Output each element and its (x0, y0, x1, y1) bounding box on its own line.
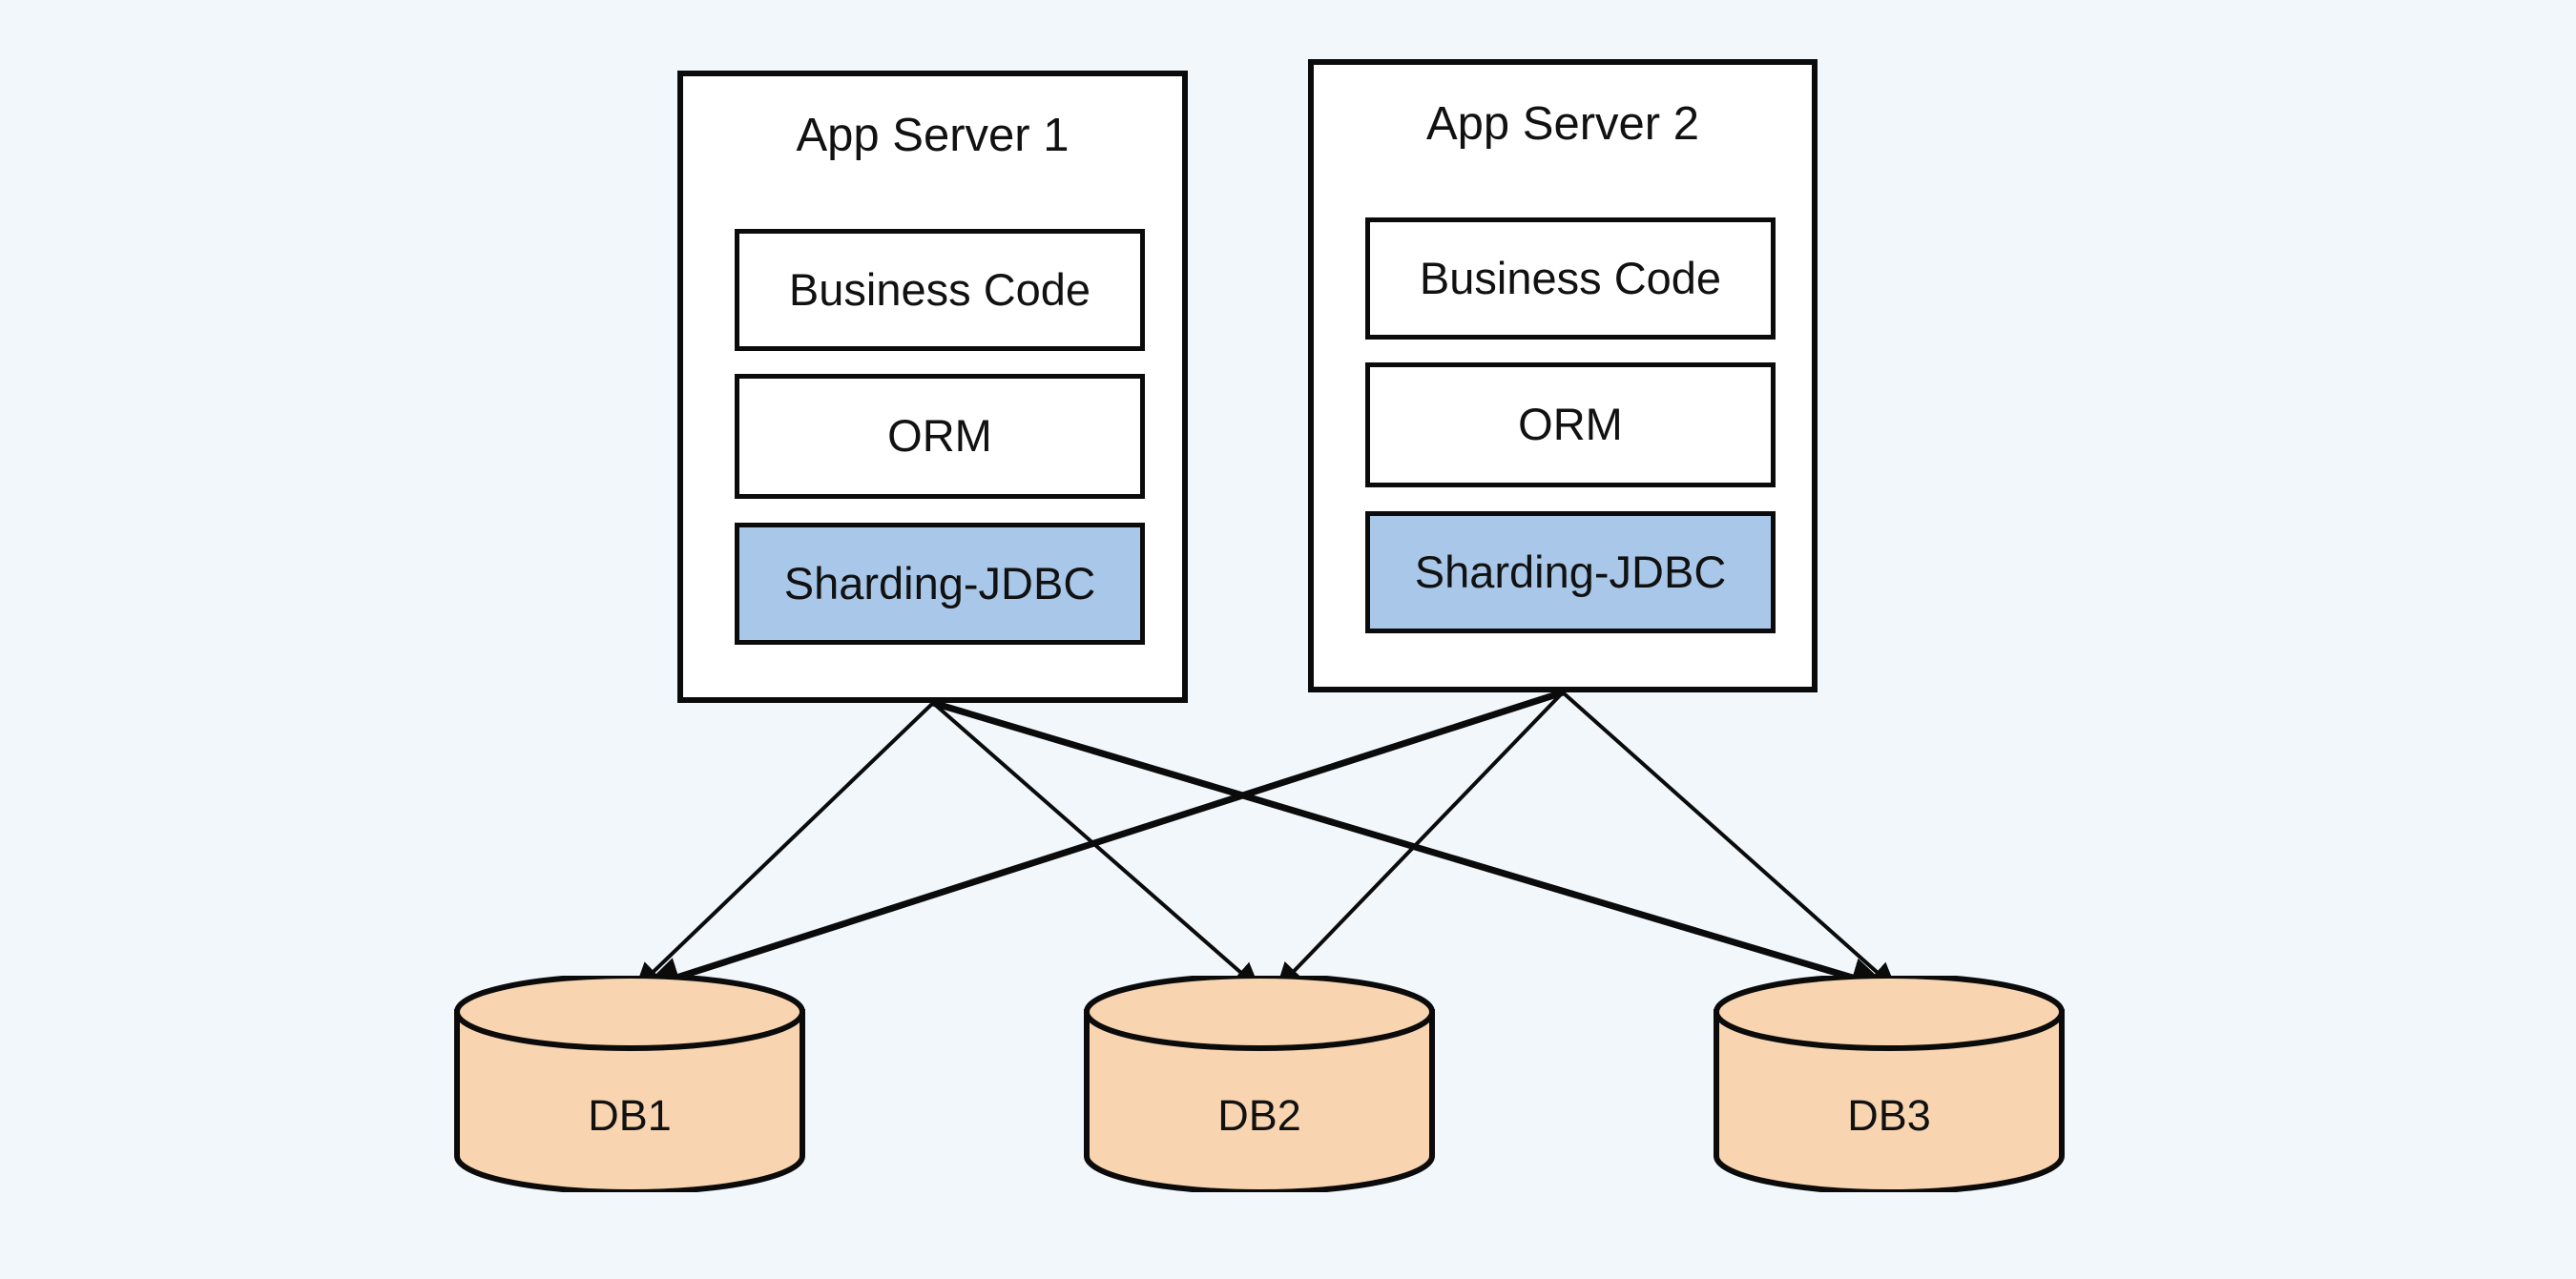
arrow-group (634, 689, 1897, 998)
app-server-1-layer-orm[interactable]: ORM (735, 374, 1145, 499)
database-cylinder-db1[interactable]: DB1 (453, 973, 806, 1195)
arrow-s2-db3 (1561, 691, 1897, 990)
app-server-1-box[interactable]: App Server 1 Business Code ORM Sharding-… (677, 71, 1188, 703)
database-cylinder-db3[interactable]: DB3 (1713, 973, 2066, 1195)
db2-cylinder-icon (1084, 973, 1435, 1195)
app-server-2-layer-orm[interactable]: ORM (1365, 362, 1776, 487)
db3-cylinder-icon (1714, 973, 2065, 1195)
app-server-2-layer-sharding-jdbc[interactable]: Sharding-JDBC (1365, 511, 1776, 633)
database-cylinder-db2[interactable]: DB2 (1083, 973, 1436, 1195)
app-server-2-layer-business-code[interactable]: Business Code (1365, 217, 1776, 340)
arrow-s2-db2 (1276, 691, 1565, 990)
arrow-s1-db3 (931, 699, 1891, 998)
app-server-2-title: App Server 2 (1426, 98, 1699, 150)
arrow-s2-db1 (640, 689, 1565, 997)
app-server-2-box[interactable]: App Server 2 Business Code ORM Sharding-… (1308, 59, 1818, 692)
db1-cylinder-icon (454, 973, 805, 1195)
arrow-s1-db2 (931, 701, 1261, 990)
app-server-1-layer-sharding-jdbc[interactable]: Sharding-JDBC (735, 523, 1145, 645)
app-server-1-layer-business-code[interactable]: Business Code (735, 229, 1145, 351)
app-server-1-title: App Server 1 (796, 110, 1070, 161)
arrow-s1-db1 (634, 701, 935, 990)
